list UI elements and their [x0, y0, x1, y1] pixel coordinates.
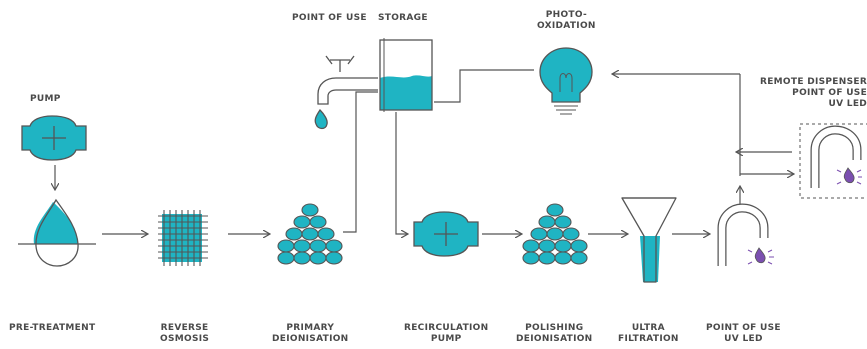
label-point-of-use-top: POINT OF USE	[292, 13, 367, 23]
uv-faucet-icon	[717, 203, 774, 266]
uv-lamp-icon	[539, 47, 593, 115]
faucet-icon	[314, 55, 378, 130]
funnel-filter-icon	[621, 197, 677, 283]
pump-icon	[21, 115, 87, 161]
line-photo-to-storage	[434, 69, 534, 103]
label-pre-treatment: PRE-TREATMENT	[9, 323, 96, 333]
remote-uv-faucet-icon	[810, 125, 862, 188]
storage-tank-icon	[379, 38, 433, 112]
line-primary-di-to-storage	[343, 91, 378, 233]
label-storage: STORAGE	[378, 13, 428, 23]
polishing-resin-beads-icon	[522, 203, 588, 265]
membrane-mesh-icon	[158, 210, 208, 266]
water-drop-icon	[18, 198, 96, 267]
line-storage-to-recirculation	[395, 112, 408, 234]
recirculation-pump-icon	[413, 211, 479, 257]
remote-dispenser-box	[799, 123, 867, 199]
flow-connectors	[55, 69, 794, 234]
resin-beads-icon	[277, 203, 343, 265]
label-photo-oxidation: PHOTO-OXIDATION	[537, 10, 596, 31]
label-pump: PUMP	[30, 94, 61, 104]
